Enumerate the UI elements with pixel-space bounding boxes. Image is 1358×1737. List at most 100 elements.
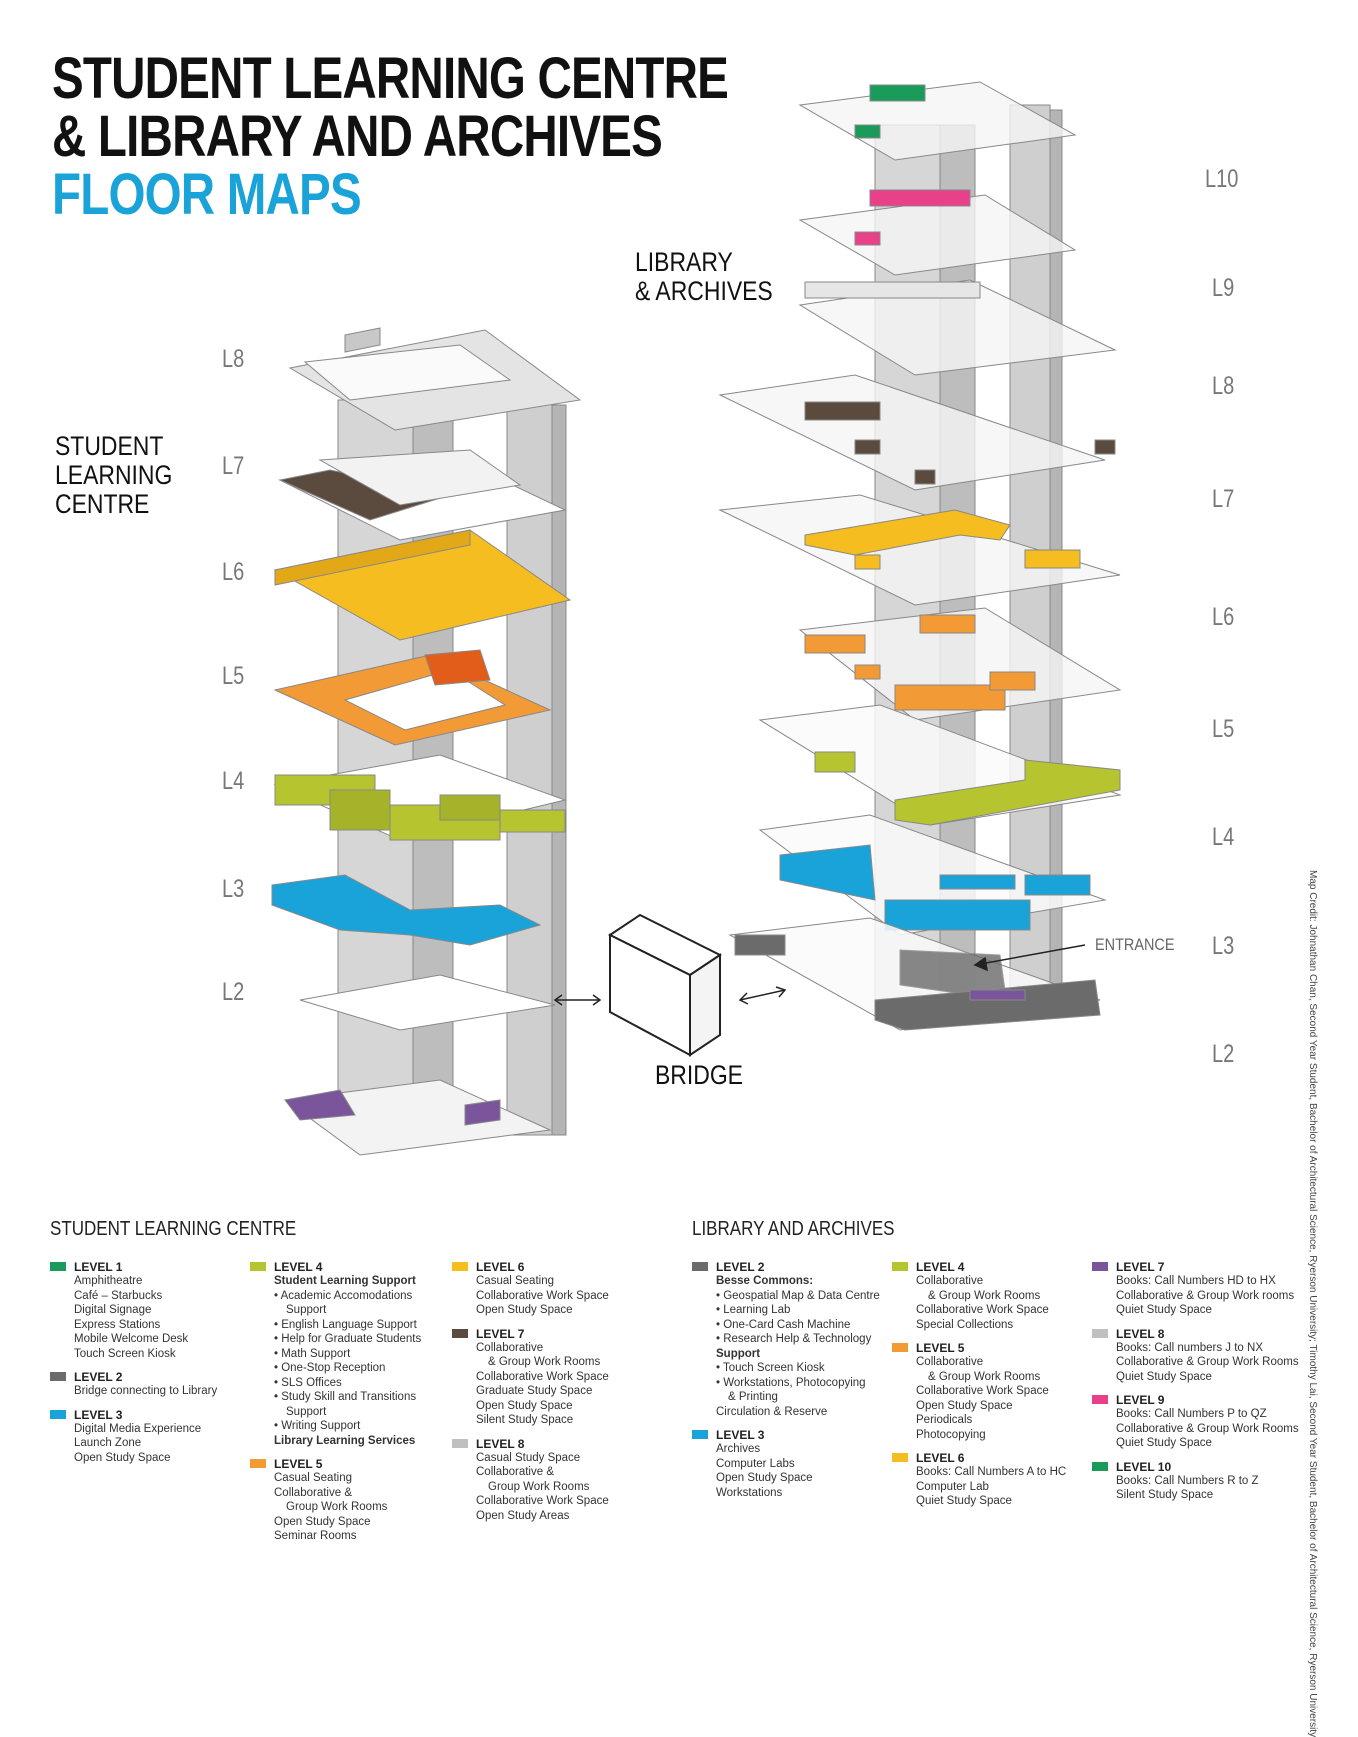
lib-l7-brown <box>914 469 936 485</box>
legend-item: Casual Seating <box>274 1472 352 1484</box>
lib-l4-green <box>894 759 1121 826</box>
legend-level-name: LEVEL 8 <box>476 1436 525 1451</box>
legend-item: & Group Work Rooms <box>928 1370 1041 1383</box>
legend-item: Quiet Study Space <box>1116 1370 1212 1383</box>
lib-floor-l6 <box>718 494 1121 606</box>
legend-level-heading: LEVEL 6 <box>892 1451 1082 1465</box>
legend-item: Mobile Welcome Desk <box>74 1333 189 1345</box>
lib-level-label: L9 <box>1212 274 1235 302</box>
lib-l3-blue <box>939 874 1016 890</box>
legend-level-heading: LEVEL 5 <box>250 1457 440 1471</box>
slc-l4-block <box>329 789 391 831</box>
legend-item: Amphitheatre <box>74 1275 143 1287</box>
lib-l6-yellow <box>804 509 1011 556</box>
legend-level-name: LEVEL 7 <box>1116 1260 1165 1274</box>
slc-floor-l1 <box>283 1079 552 1156</box>
legend-item: Digital Media Experience <box>74 1422 202 1435</box>
lib-l2-purple <box>969 989 1026 1001</box>
lib-level-label: L5 <box>1212 715 1235 743</box>
lib-l9-pink <box>869 189 971 207</box>
lib-level-label: L3 <box>1212 932 1235 960</box>
slc-core-right-side <box>551 404 567 1136</box>
legend-item: Open Study Space <box>476 1304 573 1316</box>
legend-item: • Research Help & Technology <box>716 1333 872 1345</box>
legend-item: Graduate Study Space <box>476 1385 593 1397</box>
legend-color-swatch <box>250 1459 266 1468</box>
legend-level-name: LEVEL 9 <box>1116 1393 1165 1407</box>
legend-slc-title: STUDENT LEARNING CENTRE <box>50 1218 297 1240</box>
slc-l8-rooms <box>303 344 512 401</box>
legend-item: • Geospatial Map & Data Centre <box>716 1289 880 1302</box>
legend-item: Silent Study Space <box>1116 1489 1214 1501</box>
legend-color-swatch <box>50 1372 66 1381</box>
legend-item: Open Study Areas <box>476 1509 570 1522</box>
legend-item: Besse Commons: <box>716 1275 814 1287</box>
entrance-arrow <box>973 944 1086 972</box>
lib-level-label: L2 <box>1212 1040 1235 1068</box>
slc-floor-l2 <box>299 974 556 1031</box>
legend-item: Casual Study Space <box>476 1451 581 1464</box>
legend-item: Open Study Space <box>274 1515 371 1528</box>
legend-item: Computer Lab <box>916 1480 989 1493</box>
legend-item: Quiet Study Space <box>1116 1304 1212 1316</box>
lib-l7-brown <box>854 439 881 455</box>
legend-item: Archives <box>716 1443 761 1455</box>
legend-item: Casual Seating <box>476 1275 554 1287</box>
slc-level-label: L2 <box>222 978 245 1006</box>
legend-item: Café – Starbucks <box>74 1289 163 1302</box>
legend-level-name: LEVEL 4 <box>274 1260 323 1274</box>
lib-l3-blue <box>1024 874 1091 896</box>
legend-item: Books: Call numbers J to NX <box>1116 1341 1264 1354</box>
lib-l9-pink <box>854 231 881 246</box>
title-line-2: & LIBRARY AND ARCHIVES <box>52 104 663 169</box>
legend-level-heading: LEVEL 8 <box>452 1437 642 1451</box>
legend-level-name: LEVEL 8 <box>1116 1326 1165 1341</box>
lib-l4-green <box>814 751 856 773</box>
legend-color-swatch <box>452 1438 468 1448</box>
legend-item: Books: Call Numbers P to QZ <box>1116 1408 1267 1420</box>
lib-l5-orange <box>919 614 976 634</box>
legend-item: • Touch Screen Kiosk <box>716 1362 825 1374</box>
legend-level-heading: LEVEL 4 <box>892 1260 1082 1274</box>
slc-l5-white <box>343 669 507 731</box>
legend-item: • Math Support <box>274 1347 351 1360</box>
legend-item: Photocopying <box>916 1428 986 1441</box>
legend-level-heading: LEVEL 9 <box>1092 1393 1282 1407</box>
legend-level-name: LEVEL 3 <box>74 1407 123 1422</box>
legend-color-swatch <box>50 1262 66 1271</box>
slc-level-label: L5 <box>222 662 245 690</box>
legend-item: Open Study Space <box>74 1451 171 1464</box>
legend-level-name: LEVEL 1 <box>74 1260 123 1274</box>
legend-color-swatch <box>452 1262 468 1271</box>
lib-l2-base <box>874 979 1101 1031</box>
lib-l5-orange <box>989 671 1036 691</box>
legend-level-name: LEVEL 2 <box>716 1260 765 1274</box>
legend-item: Open Study Space <box>716 1472 813 1484</box>
legend-item: Open Study Space <box>476 1399 573 1412</box>
legend-item: Support <box>716 1347 761 1360</box>
slc-floor-l3 <box>271 874 542 946</box>
legend-item: Collaborative & Group Work Rooms <box>1116 1356 1299 1368</box>
legend-item: Quiet Study Space <box>916 1495 1012 1507</box>
legend-item: Seminar Rooms <box>274 1530 357 1542</box>
legend-level-name: LEVEL 3 <box>716 1428 765 1442</box>
legend-color-swatch <box>692 1262 708 1271</box>
legend-level-name: LEVEL 6 <box>476 1260 525 1274</box>
legend-item: Computer Labs <box>716 1457 795 1470</box>
legend-color-swatch <box>692 1430 708 1439</box>
lib-level-label: L6 <box>1212 603 1235 631</box>
lib-l3-blue <box>779 844 876 901</box>
legend-color-swatch <box>892 1453 908 1462</box>
legend-color-swatch <box>892 1262 908 1271</box>
